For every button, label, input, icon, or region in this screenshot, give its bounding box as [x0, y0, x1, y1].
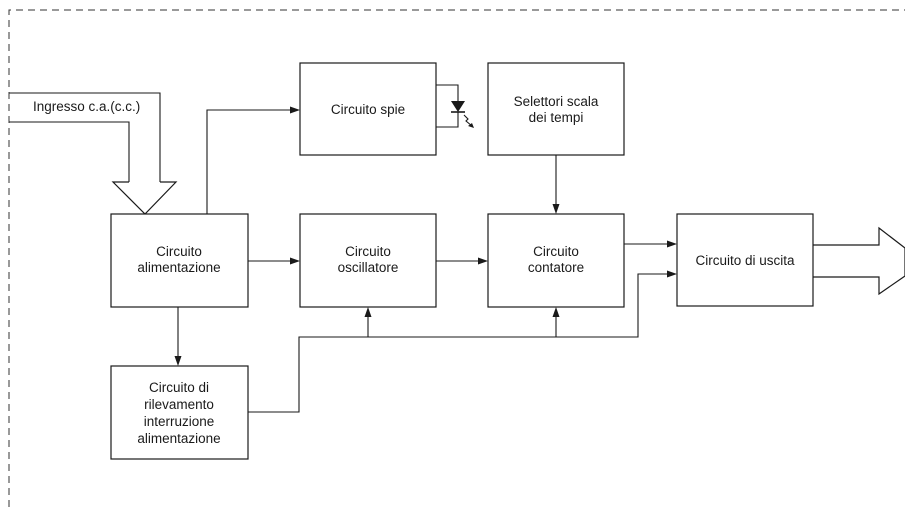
block-rilevamento: Circuito di rilevamento interruzione ali…: [110, 365, 249, 460]
output-arrow: [813, 226, 905, 296]
led-icon: [436, 84, 474, 128]
block-alimentazione: Circuito alimentazione: [110, 213, 249, 308]
block-uscita: Circuito di uscita: [676, 213, 814, 307]
block-spie: Circuito spie: [299, 62, 437, 156]
connections: [174, 106, 677, 413]
block-selettori: Selettori scala dei tempi: [487, 62, 625, 156]
block-spie-label: Circuito spie: [331, 102, 405, 117]
block-selettori-label-2: dei tempi: [529, 110, 584, 125]
block-rilevamento-label-4: alimentazione: [137, 431, 220, 446]
block-alimentazione-label-2: alimentazione: [137, 260, 220, 275]
block-contatore-label-2: contatore: [528, 260, 584, 275]
block-selettori-label-1: Selettori scala: [514, 94, 599, 109]
block-alimentazione-label-1: Circuito: [156, 244, 202, 259]
block-oscillatore-label-1: Circuito: [345, 244, 391, 259]
block-uscita-label: Circuito di uscita: [695, 253, 795, 268]
block-contatore-label-1: Circuito: [533, 244, 579, 259]
input-label: Ingresso c.a.(c.c.): [33, 99, 140, 114]
block-rilevamento-label-3: interruzione: [144, 414, 215, 429]
block-contatore: Circuito contatore: [487, 213, 625, 308]
dashed-enclosure: [8, 9, 905, 507]
block-rilevamento-label-2: rilevamento: [144, 397, 214, 412]
block-oscillatore: Circuito oscillatore: [299, 213, 437, 308]
block-oscillatore-label-2: oscillatore: [338, 260, 399, 275]
block-rilevamento-label-1: Circuito di: [149, 380, 209, 395]
